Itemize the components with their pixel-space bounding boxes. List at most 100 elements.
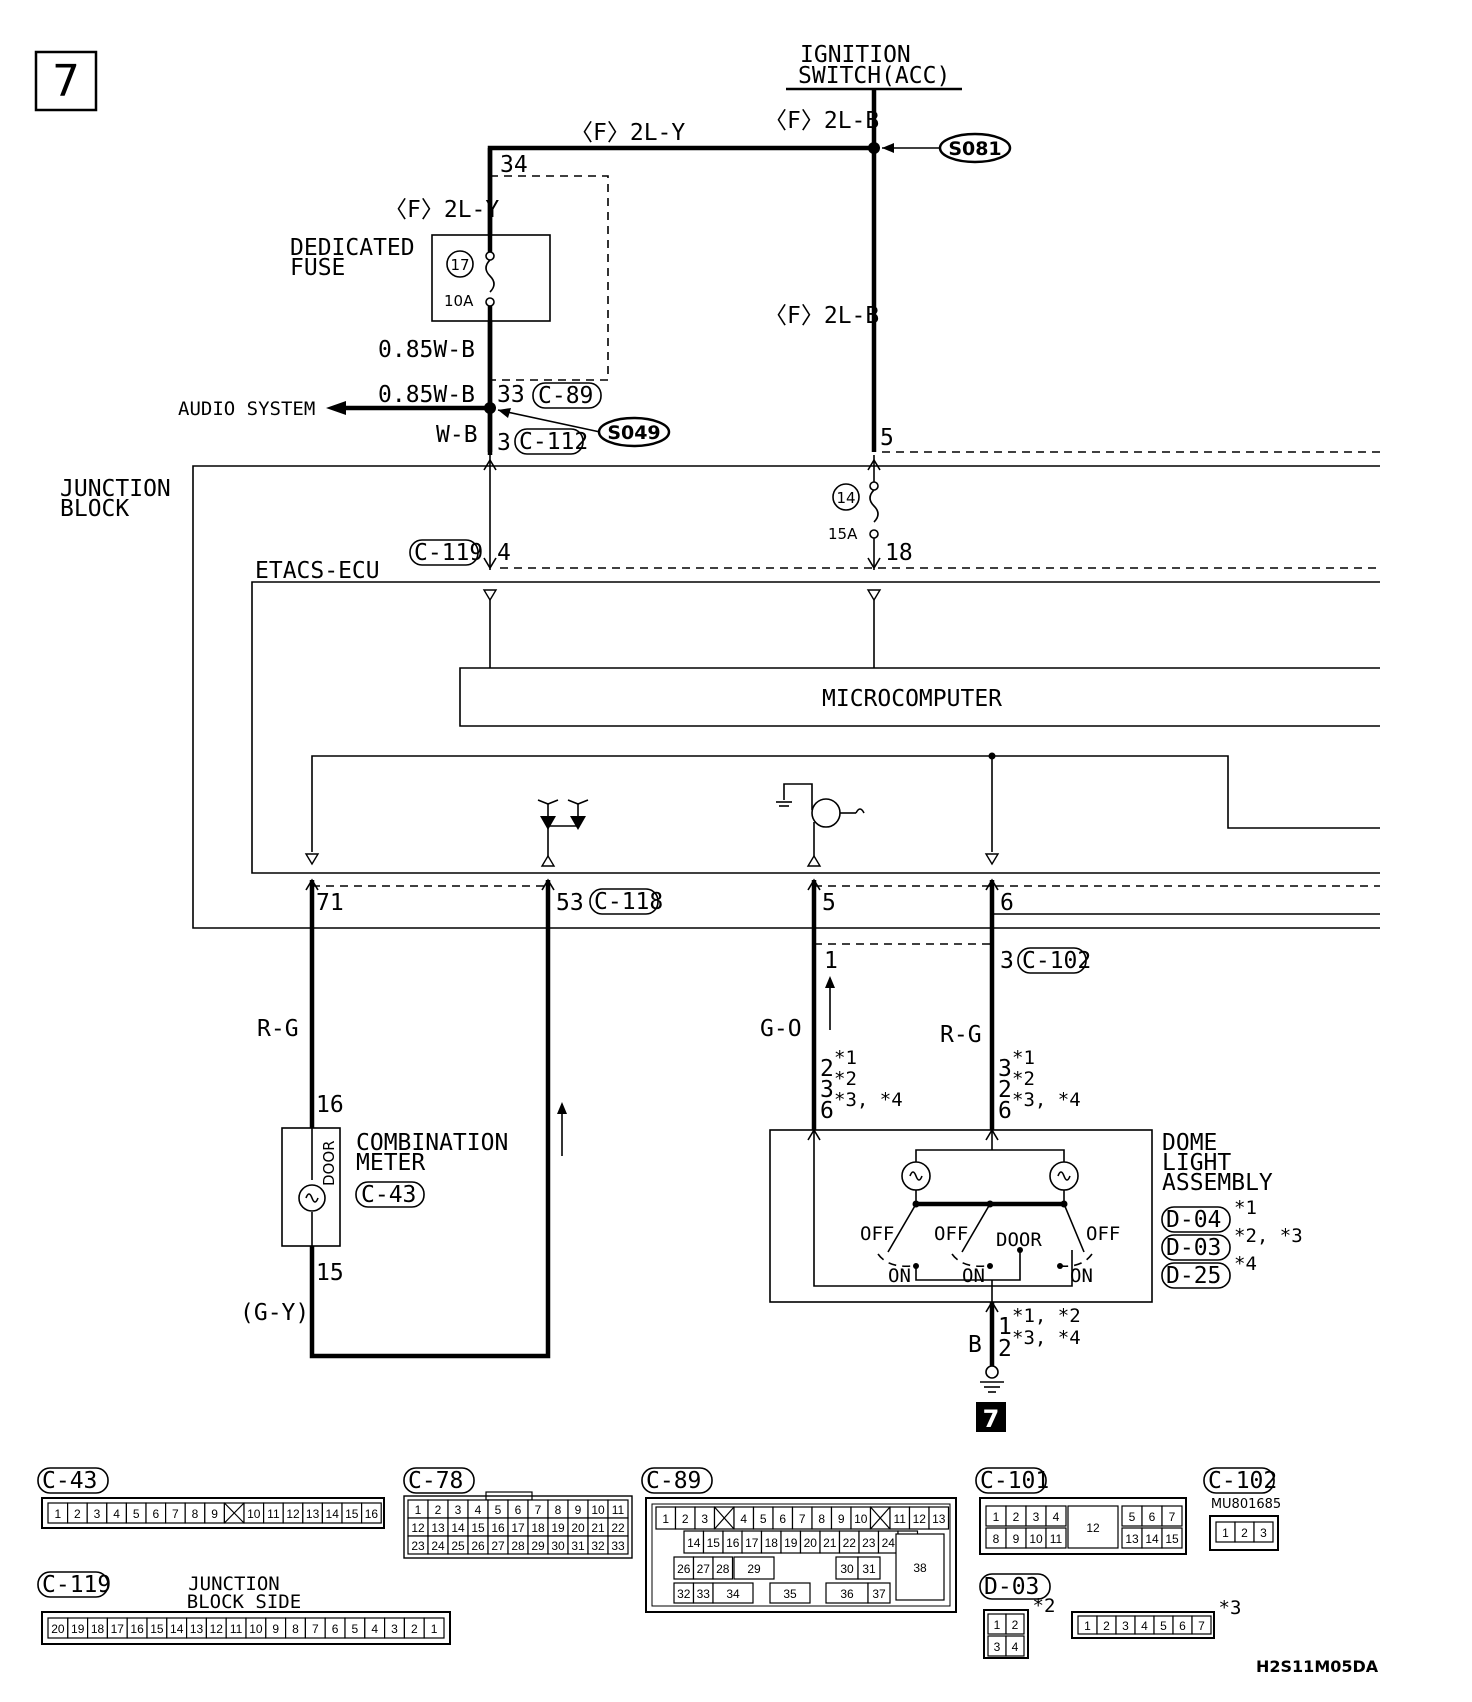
- c78-row1-pin: 12: [411, 1521, 425, 1535]
- conn-c43-tag: [355, 1181, 425, 1208]
- c119-pin: 6: [332, 1622, 339, 1636]
- c78-row0-pin: 6: [515, 1503, 522, 1517]
- c78-row1-pin: 17: [511, 1521, 525, 1535]
- splice-s049: [597, 416, 671, 448]
- c119-pin: 2: [411, 1622, 418, 1636]
- jb-arrow-left-top: [483, 458, 497, 471]
- c78-row0-pin: 11: [612, 1503, 625, 1517]
- switch-on-1: ON: [888, 1265, 911, 1287]
- c43-pin: 7: [172, 1507, 179, 1521]
- pin-71-arrow: [305, 878, 319, 891]
- dome-rg-pin-2-note: *2: [1012, 1068, 1035, 1090]
- c101-r2a-pin: 8: [993, 1532, 1000, 1546]
- conn-c112-tag-label: C-112: [519, 429, 588, 455]
- dome-rg-pin-1-note: *1: [1012, 1047, 1035, 1069]
- fuse-17-bottom: [485, 297, 495, 307]
- dome-go-pin-3: 6: [820, 1098, 834, 1124]
- c43-pin: 4: [113, 1507, 120, 1521]
- dome-go-pin-3-note: *3, *4: [834, 1089, 903, 1111]
- c119-pin: 7: [312, 1622, 319, 1636]
- pin-4: 4: [497, 540, 511, 566]
- c43-pin: 1: [54, 1507, 61, 1521]
- c101-r1b-pin: 5: [1129, 1510, 1136, 1524]
- c101-r1a-cell: [1045, 1505, 1067, 1527]
- dome-b-pin-1-note: *1, *2: [1012, 1305, 1081, 1327]
- c101-r2a-cell: [1045, 1527, 1067, 1549]
- c89-r3a-pin: 26: [677, 1562, 691, 1576]
- fuse-dash-box: [490, 175, 609, 381]
- d03-r3-cell: [1191, 1615, 1212, 1635]
- c101-r1a-pin: 1: [993, 1510, 1000, 1524]
- c101-pin-12: 12: [1086, 1521, 1100, 1535]
- c78-row2-pin: 33: [611, 1539, 625, 1553]
- c119-caption-2: BLOCK SIDE: [187, 1591, 301, 1613]
- pin-b-arrow: [985, 1300, 999, 1313]
- dome-label-2: LIGHT: [1162, 1150, 1231, 1176]
- dome-label-3: ASSEMBLY: [1162, 1170, 1273, 1196]
- c43-pin: 10: [247, 1507, 261, 1521]
- conn-c119-tag: [409, 539, 479, 566]
- c101-title: C-101: [980, 1468, 1049, 1494]
- diode-1: [540, 816, 556, 830]
- splice-dot-s081: [868, 142, 880, 154]
- c89-r2b-pin: 22: [843, 1536, 857, 1550]
- c78-row0-pin: 8: [555, 1503, 562, 1517]
- c43-cell: [361, 1502, 382, 1524]
- fuse-14-rating: 15A: [828, 525, 858, 543]
- conn-c89-tag: [532, 382, 602, 409]
- conn-c102-tag: [1017, 947, 1087, 974]
- switch-2-arm: [961, 1203, 991, 1253]
- c89-r3a-cell: [712, 1556, 734, 1580]
- dome-rg-pin-1: 3: [998, 1056, 1012, 1082]
- pin-16: 16: [316, 1092, 344, 1118]
- c78-row1-pin: 22: [611, 1521, 625, 1535]
- c119-pin: 20: [51, 1622, 65, 1636]
- c119-pin: 11: [230, 1622, 243, 1636]
- wire-label-085wb-a: 0.85W-B: [378, 337, 475, 363]
- conn-d03-note: *2, *3: [1234, 1225, 1303, 1247]
- c101-r2a-pin: 10: [1029, 1532, 1043, 1546]
- c102-title: C-102: [1208, 1468, 1277, 1494]
- d03-r2-cell: [1005, 1635, 1025, 1657]
- fuse-14-element: [869, 489, 879, 523]
- c101-cell-12: [1067, 1505, 1119, 1549]
- dome-light-box: [769, 1129, 1153, 1303]
- switch-arcs: [877, 1253, 1093, 1268]
- c89-cell-38: [895, 1533, 945, 1601]
- conn-d03-tag: [1161, 1234, 1231, 1261]
- wire-label-rg-left: R-G: [257, 1016, 299, 1042]
- d03-note-2: *2: [1033, 1595, 1056, 1617]
- c119-pin: 19: [71, 1622, 85, 1636]
- c43-pin: 11: [267, 1507, 280, 1521]
- c89-r2b-pin: 20: [804, 1536, 818, 1550]
- pin-1: 1: [824, 948, 838, 974]
- pin-18: 18: [885, 540, 913, 566]
- conn-c89-tag-label: C-89: [538, 383, 593, 409]
- combination-meter-label-1: COMBINATION: [356, 1130, 508, 1156]
- d03-r3-pin: 4: [1141, 1619, 1148, 1633]
- c101-title-tag: [975, 1467, 1047, 1494]
- c119-pin: 14: [170, 1622, 184, 1636]
- pin-53-arrow: [541, 878, 555, 891]
- c89-inner: [651, 1503, 951, 1607]
- pin-34: 34: [500, 152, 528, 178]
- c43-pin: 12: [286, 1507, 300, 1521]
- etacs-ecu-outline: [251, 581, 1380, 874]
- splice-s081-label: S081: [948, 138, 1001, 160]
- c89-cell-34: [712, 1582, 754, 1604]
- d03-r3-pin: 1: [1084, 1619, 1091, 1633]
- c89-r2b-pin: 21: [823, 1536, 837, 1550]
- c43-title-tag: [37, 1467, 109, 1494]
- etacs-ecu-label: ETACS-ECU: [255, 558, 380, 584]
- fuse-14-number-circle: [832, 483, 860, 511]
- wire-label-f2lb-mid: 〈F〉2L-B: [764, 303, 879, 329]
- c89-r1-pin: 1: [662, 1512, 669, 1526]
- c89-r1-pin: 6: [779, 1512, 786, 1526]
- dome-b-pin-2-note: *3, *4: [1012, 1327, 1081, 1349]
- ecu-out-71: [304, 853, 320, 866]
- ecu-input-right: [866, 589, 882, 602]
- c78-row2-pin: 26: [471, 1539, 485, 1553]
- diode-2-bar: [567, 799, 589, 805]
- transistor-base-wave: [855, 808, 865, 814]
